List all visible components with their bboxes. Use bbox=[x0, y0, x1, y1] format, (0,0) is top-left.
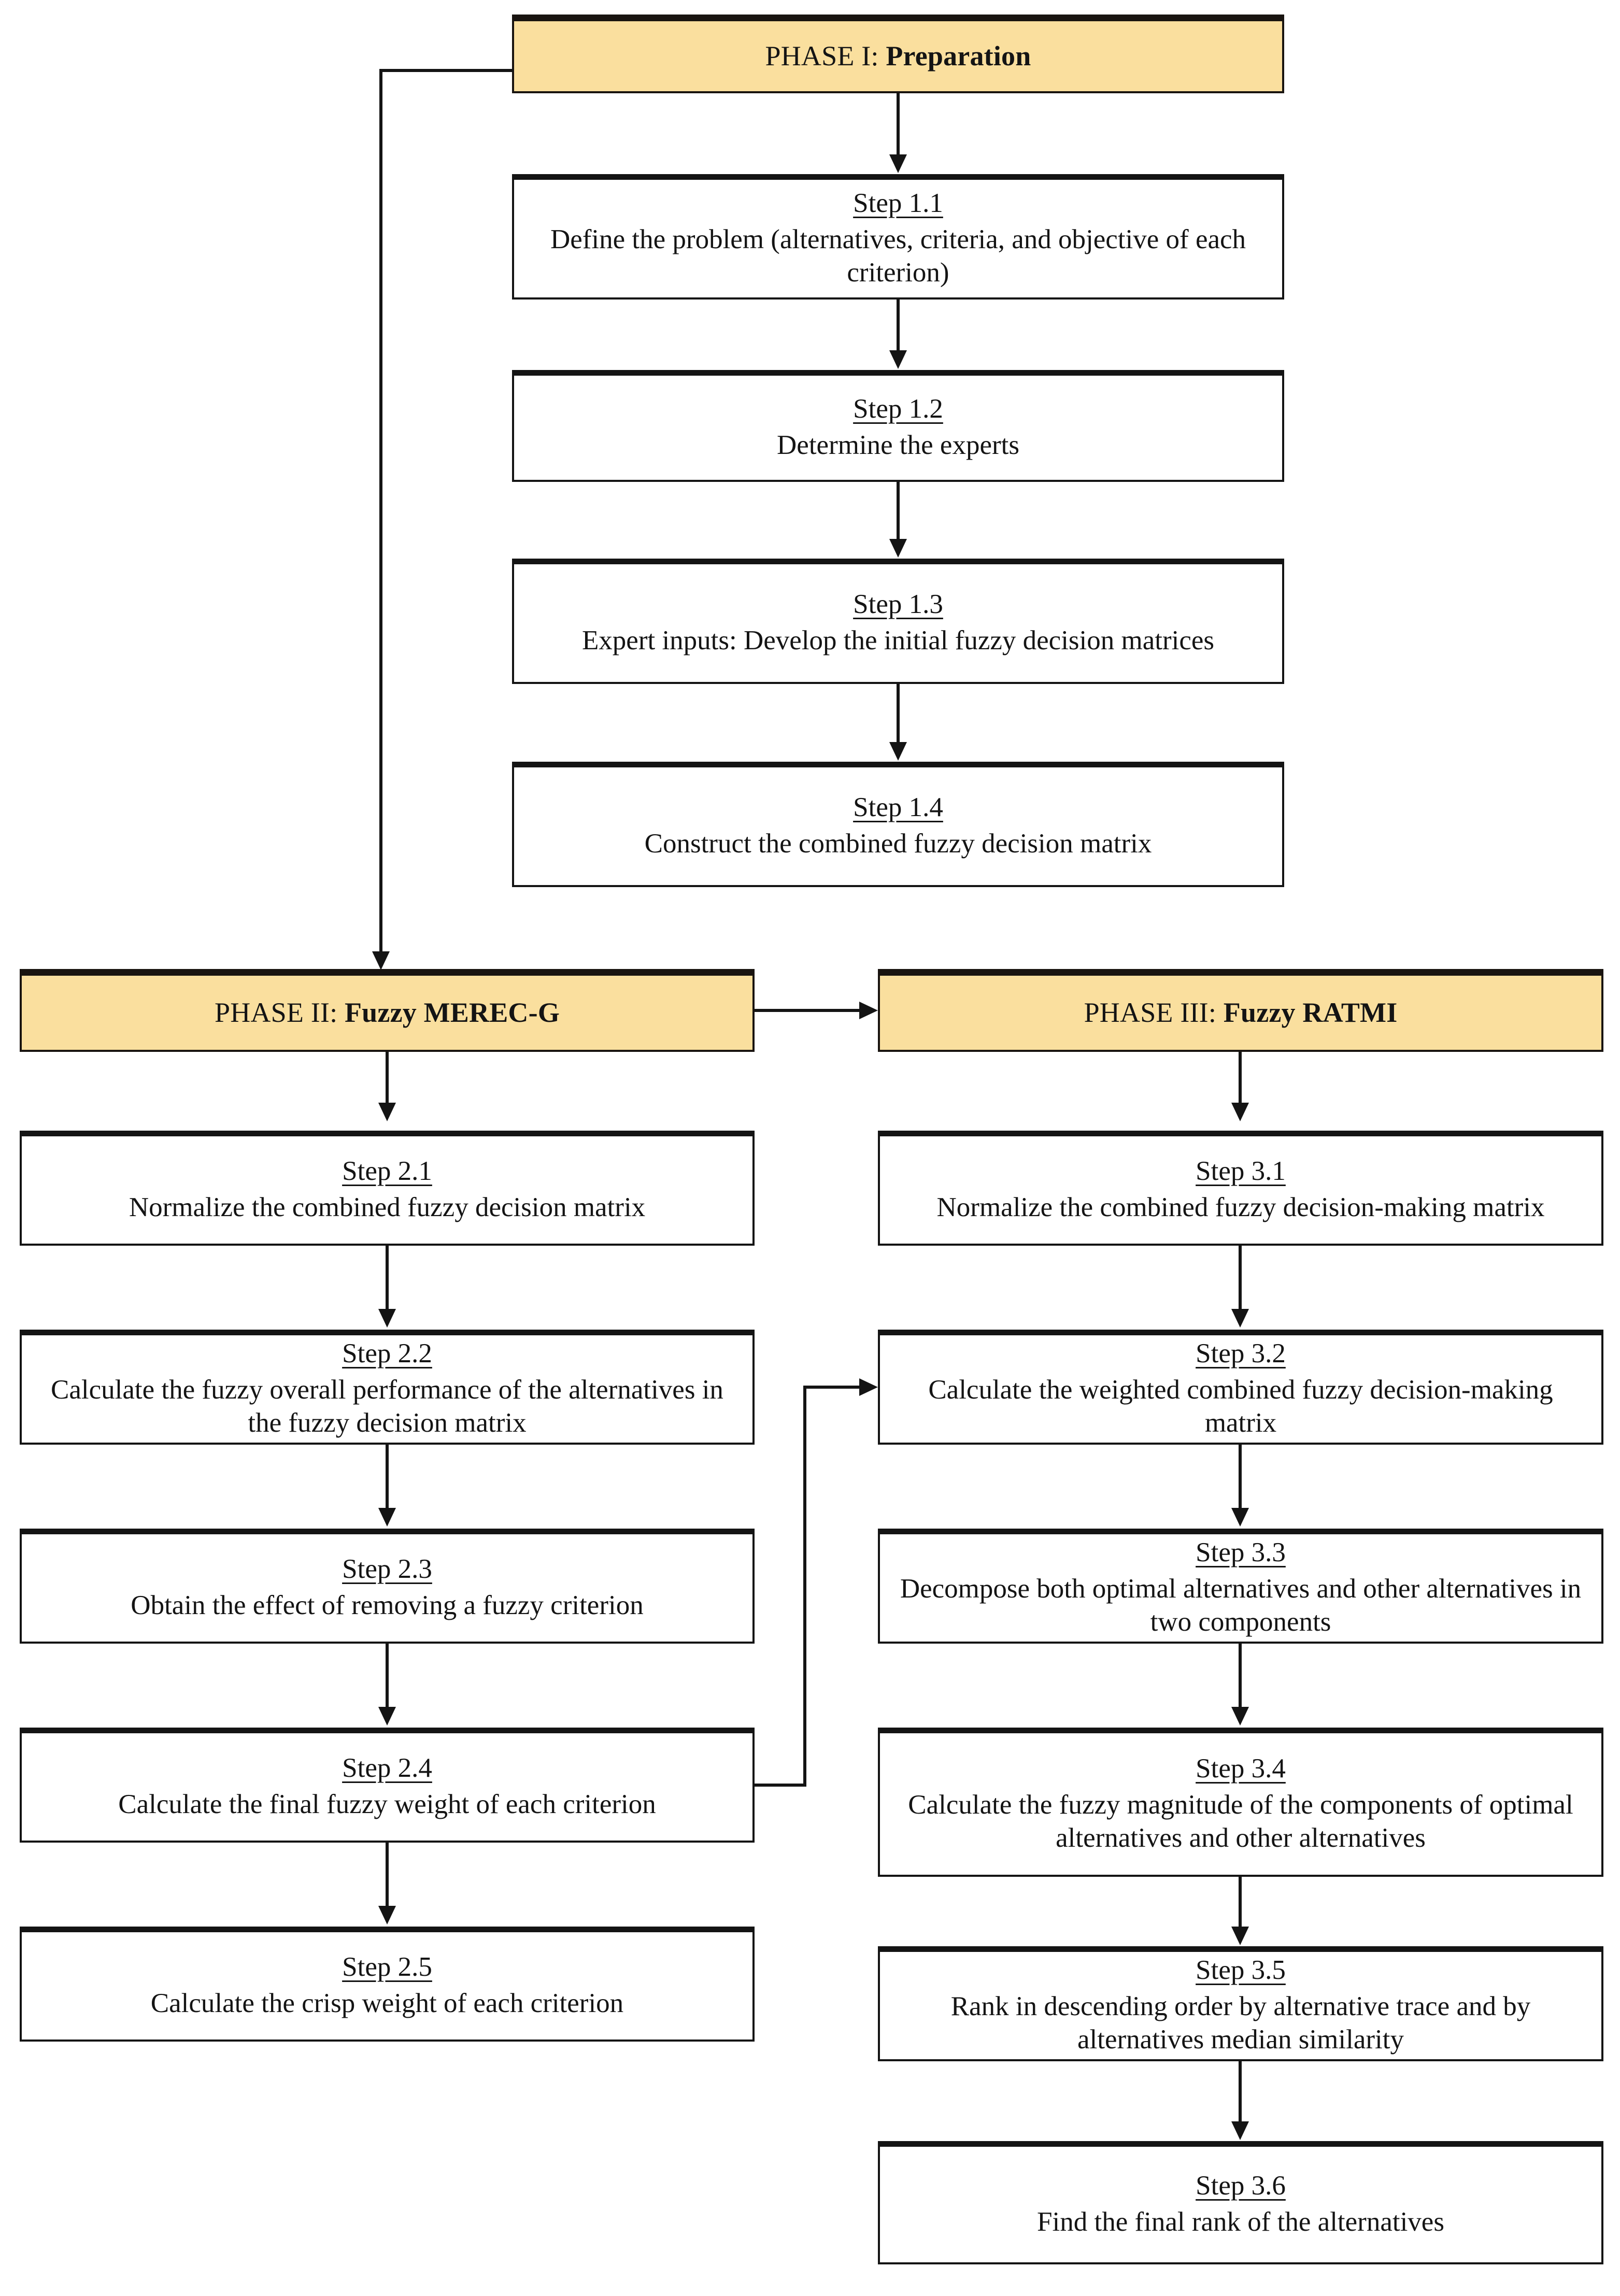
arrowhead-step36 bbox=[1231, 2121, 1249, 2140]
step-2-3-box[interactable]: Step 2.3 Obtain the effect of removing a… bbox=[20, 1529, 755, 1644]
connector-step32-to-step33 bbox=[1239, 1445, 1242, 1511]
step-3-5-label: Step 3.5 bbox=[1196, 1955, 1286, 1986]
arrowhead-step14 bbox=[889, 742, 907, 761]
step-3-6-box[interactable]: Step 3.6 Find the final rank of the alte… bbox=[878, 2141, 1603, 2264]
arrowhead-step34 bbox=[1231, 1707, 1249, 1725]
step-3-5-box[interactable]: Step 3.5 Rank in descending order by alt… bbox=[878, 1946, 1603, 2061]
step-2-1-box[interactable]: Step 2.1 Normalize the combined fuzzy de… bbox=[20, 1131, 755, 1246]
arrowhead-step12 bbox=[889, 350, 907, 369]
arrowhead-step33 bbox=[1231, 1508, 1249, 1527]
arrowhead-step32 bbox=[1231, 1309, 1249, 1328]
connector-step35-to-step36 bbox=[1239, 2061, 1242, 2124]
arrowhead-step31 bbox=[1231, 1103, 1249, 1121]
arrowhead-step23 bbox=[378, 1508, 396, 1527]
step-3-3-text: Decompose both optimal alternatives and … bbox=[900, 1573, 1582, 1637]
step-1-4-box[interactable]: Step 1.4 Construct the combined fuzzy de… bbox=[512, 762, 1284, 887]
step-2-1-label: Step 2.1 bbox=[342, 1156, 432, 1187]
arrowhead-step35 bbox=[1231, 1927, 1249, 1945]
step-3-6-text: Find the final rank of the alternatives bbox=[1037, 2206, 1444, 2237]
step-2-4-text: Calculate the final fuzzy weight of each… bbox=[118, 1789, 656, 1819]
phase-3-title: PHASE III: Fuzzy RATMI bbox=[1084, 997, 1398, 1029]
arrowhead-step24-to-step32 bbox=[859, 1378, 878, 1396]
step-3-5-text: Rank in descending order by alternative … bbox=[950, 1991, 1531, 2055]
arrowhead-step25 bbox=[378, 1906, 396, 1924]
step-1-1-box[interactable]: Step 1.1 Define the problem (alternative… bbox=[512, 174, 1284, 300]
step-2-2-box[interactable]: Step 2.2 Calculate the fuzzy overall per… bbox=[20, 1330, 755, 1445]
step-2-4-label: Step 2.4 bbox=[342, 1753, 432, 1784]
connector-step22-to-step23 bbox=[386, 1445, 389, 1511]
step-3-2-box[interactable]: Step 3.2 Calculate the weighted combined… bbox=[878, 1330, 1603, 1445]
connector-phase2-to-phase3 bbox=[755, 1009, 860, 1012]
arrowhead-phase1-to-phase2 bbox=[372, 951, 390, 970]
step-1-4-label: Step 1.4 bbox=[853, 792, 943, 823]
step-1-3-box[interactable]: Step 1.3 Expert inputs: Develop the init… bbox=[512, 559, 1284, 684]
step-1-3-text: Expert inputs: Develop the initial fuzzy… bbox=[581, 625, 1215, 655]
phase-1-header[interactable]: PHASE I: Preparation bbox=[512, 15, 1284, 93]
step-3-3-label: Step 3.3 bbox=[1196, 1537, 1286, 1568]
connector-step24-to-step32-horizontal-in bbox=[803, 1386, 860, 1389]
connector-step24-to-step25 bbox=[386, 1843, 389, 1909]
step-2-5-text: Calculate the crisp weight of each crite… bbox=[150, 1988, 624, 2018]
arrowhead-step21 bbox=[378, 1103, 396, 1121]
step-2-2-label: Step 2.2 bbox=[342, 1338, 432, 1369]
step-2-3-label: Step 2.3 bbox=[342, 1554, 432, 1585]
connector-step24-to-step32-horizontal-out bbox=[755, 1784, 806, 1787]
step-2-3-text: Obtain the effect of removing a fuzzy cr… bbox=[131, 1590, 644, 1620]
connector-phase3-to-step31 bbox=[1239, 1052, 1242, 1106]
phase-3-header[interactable]: PHASE III: Fuzzy RATMI bbox=[878, 969, 1603, 1052]
connector-step12-to-step13 bbox=[897, 482, 900, 543]
connector-step21-to-step22 bbox=[386, 1246, 389, 1312]
step-3-6-label: Step 3.6 bbox=[1196, 2171, 1286, 2201]
connector-phase2-to-step21 bbox=[386, 1052, 389, 1106]
connector-phase1-to-step11 bbox=[897, 93, 900, 158]
step-3-1-text: Normalize the combined fuzzy decision-ma… bbox=[936, 1192, 1545, 1222]
connector-phase1-to-phase2-vertical bbox=[379, 69, 382, 954]
connector-step11-to-step12 bbox=[897, 300, 900, 354]
connector-step34-to-step35 bbox=[1239, 1877, 1242, 1930]
arrowhead-step13 bbox=[889, 539, 907, 558]
step-1-1-label: Step 1.1 bbox=[853, 188, 943, 219]
arrowhead-phase2-to-phase3 bbox=[859, 1002, 878, 1019]
step-3-4-text: Calculate the fuzzy magnitude of the com… bbox=[908, 1789, 1573, 1853]
connector-step31-to-step32 bbox=[1239, 1246, 1242, 1312]
step-3-3-box[interactable]: Step 3.3 Decompose both optimal alternat… bbox=[878, 1529, 1603, 1644]
step-1-2-box[interactable]: Step 1.2 Determine the experts bbox=[512, 370, 1284, 482]
step-3-4-box[interactable]: Step 3.4 Calculate the fuzzy magnitude o… bbox=[878, 1728, 1603, 1877]
step-1-2-text: Determine the experts bbox=[777, 430, 1019, 460]
step-3-1-box[interactable]: Step 3.1 Normalize the combined fuzzy de… bbox=[878, 1131, 1603, 1246]
phase-1-title: PHASE I: Preparation bbox=[765, 40, 1031, 72]
phase-2-header[interactable]: PHASE II: Fuzzy MEREC-G bbox=[20, 969, 755, 1052]
connector-step13-to-step14 bbox=[897, 684, 900, 746]
step-1-2-label: Step 1.2 bbox=[853, 394, 943, 424]
step-2-4-box[interactable]: Step 2.4 Calculate the final fuzzy weigh… bbox=[20, 1728, 755, 1843]
connector-phase1-to-phase2-horizontal bbox=[379, 69, 513, 72]
arrowhead-step22 bbox=[378, 1309, 396, 1328]
step-1-1-text: Define the problem (alternatives, criter… bbox=[550, 224, 1246, 288]
arrowhead-step11 bbox=[889, 154, 907, 173]
connector-step33-to-step34 bbox=[1239, 1644, 1242, 1710]
step-3-1-label: Step 3.1 bbox=[1196, 1156, 1286, 1187]
step-2-1-text: Normalize the combined fuzzy decision ma… bbox=[129, 1192, 646, 1222]
step-3-2-text: Calculate the weighted combined fuzzy de… bbox=[928, 1374, 1553, 1438]
step-2-5-label: Step 2.5 bbox=[342, 1952, 432, 1983]
step-3-2-label: Step 3.2 bbox=[1196, 1338, 1286, 1369]
step-2-5-box[interactable]: Step 2.5 Calculate the crisp weight of e… bbox=[20, 1927, 755, 2042]
arrowhead-step24 bbox=[378, 1707, 396, 1725]
step-2-2-text: Calculate the fuzzy overall performance … bbox=[51, 1374, 723, 1438]
step-3-4-label: Step 3.4 bbox=[1196, 1753, 1286, 1784]
connector-step24-to-step32-vertical bbox=[803, 1386, 806, 1787]
step-1-4-text: Construct the combined fuzzy decision ma… bbox=[644, 828, 1152, 859]
phase-2-title: PHASE II: Fuzzy MEREC-G bbox=[214, 997, 560, 1029]
connector-step23-to-step24 bbox=[386, 1644, 389, 1710]
step-1-3-label: Step 1.3 bbox=[853, 589, 943, 620]
